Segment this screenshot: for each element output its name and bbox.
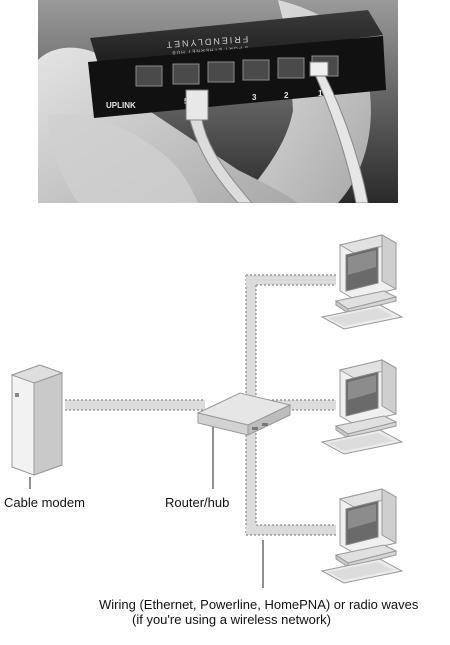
port-label-3: 3 xyxy=(252,93,257,102)
port-label-1: 1 xyxy=(318,89,323,98)
network-diagram: Cable modem Router/hub Wiring (Ethernet,… xyxy=(0,203,450,640)
computer-icon-bottom xyxy=(321,488,403,584)
router-hub-icon xyxy=(196,392,292,436)
hub-top xyxy=(90,10,383,70)
cable-modem-label: Cable modem xyxy=(4,495,85,510)
ethernet-cable-plug xyxy=(185,89,253,203)
uplink-port xyxy=(135,65,163,87)
port-label-2: 2 xyxy=(284,91,289,100)
wiring-label-line2: (if you're using a wireless network) xyxy=(132,612,331,627)
model-text: 5 PORT ETHERNET HUB xyxy=(171,44,248,55)
port-5 xyxy=(172,63,200,85)
port-4 xyxy=(207,61,235,83)
wiring-label-line1: Wiring (Ethernet, Powerline, HomePNA) or… xyxy=(99,597,419,612)
port-2 xyxy=(277,57,305,79)
router-hub-label: Router/hub xyxy=(165,495,230,510)
port-3 xyxy=(242,59,270,81)
cable-modem-link xyxy=(65,399,205,411)
uplink-label: UPLINK xyxy=(106,101,136,110)
cable-modem-icon xyxy=(10,364,64,476)
ethernet-hub-photo: FRIENDLYNET 5 PORT ETHERNET HUB UPLINK 5… xyxy=(38,0,398,203)
ethernet-cable xyxy=(313,69,369,203)
